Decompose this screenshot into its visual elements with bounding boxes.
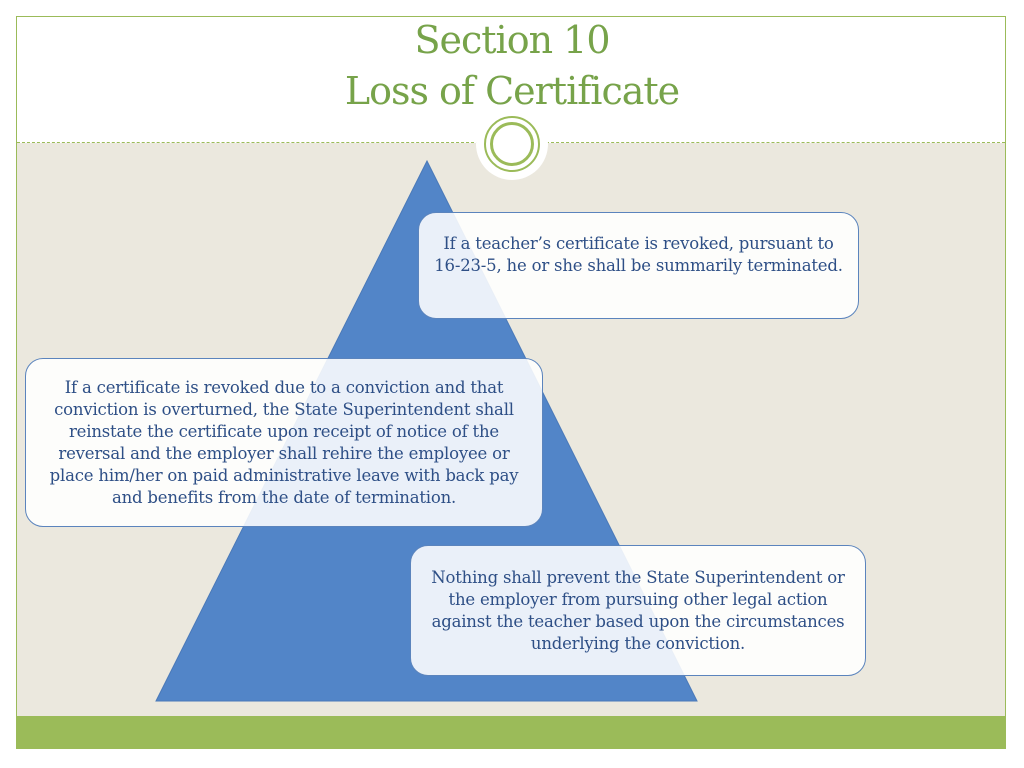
- title-divider-right: [546, 142, 1005, 143]
- title-divider-left: [17, 142, 479, 143]
- footer-bar: [17, 716, 1005, 748]
- circle-ornament-inner-icon: [490, 122, 534, 166]
- slide-frame: [16, 16, 1006, 749]
- slide-title-line2: Loss of Certificate: [344, 69, 680, 113]
- pyramid-item-1-text: If a teacher’s certificate is revoked, p…: [434, 234, 843, 275]
- pyramid-item-3: Nothing shall prevent the State Superint…: [410, 545, 866, 676]
- pyramid-item-2: If a certificate is revoked due to a con…: [25, 358, 543, 527]
- pyramid-item-3-text: Nothing shall prevent the State Superint…: [431, 567, 845, 653]
- pyramid-item-1: If a teacher’s certificate is revoked, p…: [418, 212, 859, 319]
- pyramid-item-2-text: If a certificate is revoked due to a con…: [49, 377, 519, 507]
- slide-title-line1: Section 10: [414, 18, 610, 62]
